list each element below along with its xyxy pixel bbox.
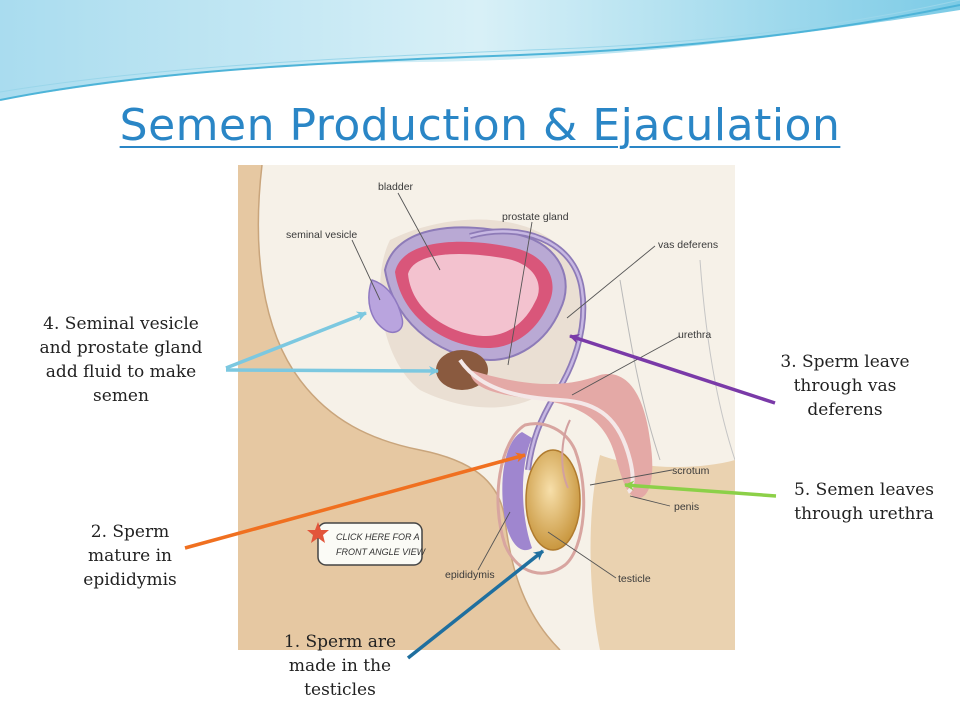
- label-epididymis: epididymis: [445, 569, 495, 581]
- label-prostate-gland: prostate gland: [502, 211, 569, 223]
- label-urethra: urethra: [678, 329, 711, 341]
- label-bladder: bladder: [378, 181, 414, 193]
- callout-step3-line1: 3. Sperm leave: [780, 352, 910, 372]
- click-note-line2: FRONT ANGLE VIEW: [336, 547, 427, 557]
- callout-step4-line3: add fluid to make: [45, 362, 197, 382]
- leg-silhouette: [590, 455, 735, 650]
- urethra-tube: [458, 358, 635, 494]
- label-vas-deferens: vas deferens: [658, 239, 718, 251]
- callout-step2-line1: 2. Sperm: [90, 522, 170, 542]
- header-wave-decoration: [0, 0, 960, 101]
- scrotum-shape: [496, 422, 586, 575]
- label-scrotum: scrotum: [672, 465, 710, 477]
- click-note-line1: CLICK HERE FOR A: [336, 532, 420, 542]
- callout-step1: 1. Sperm are made in the testicles: [260, 630, 420, 702]
- bladder-lumen: [408, 253, 539, 336]
- arrow-step2: [184, 452, 526, 550]
- label-seminal-vesicle: seminal vesicle: [286, 229, 357, 241]
- callout-step2: 2. Sperm mature in epididymis: [50, 520, 210, 592]
- arrow-step3: [569, 334, 776, 405]
- testicle-shape: [525, 449, 581, 551]
- callout-step4: 4. Seminal vesicle and prostate gland ad…: [18, 312, 224, 408]
- leg-outline: [619, 279, 661, 461]
- callout-step3-line2: through vas: [793, 376, 897, 396]
- seminal-vesicle-shape: [368, 279, 404, 334]
- callout-step1-line1: 1. Sperm are: [283, 632, 397, 652]
- callout-step4-line4: semen: [93, 386, 149, 406]
- callout-step3: 3. Sperm leave through vas deferens: [765, 350, 925, 422]
- callout-step4-line1: 4. Seminal vesicle: [43, 314, 199, 334]
- arrow-step5: [624, 480, 777, 498]
- penis-shape: [470, 370, 653, 499]
- callout-step1-line2: made in the: [288, 656, 392, 676]
- callout-step5-line1: 5. Semen leaves: [794, 480, 934, 500]
- star-icon: [307, 522, 329, 543]
- callout-step4-line2: and prostate gland: [39, 338, 203, 358]
- arrow-step4a: [225, 311, 367, 370]
- callout-step5-line2: through urethra: [794, 504, 934, 524]
- label-testicle: testicle: [618, 573, 651, 585]
- callout-step2-line2: mature in: [87, 546, 172, 566]
- callout-step1-line3: testicles: [304, 680, 376, 700]
- callout-step2-line3: epididymis: [83, 570, 177, 590]
- arrow-step4b: [225, 365, 439, 376]
- callout-step5: 5. Semen leaves through urethra: [770, 478, 958, 526]
- front-angle-view-link[interactable]: CLICK HERE FOR A FRONT ANGLE VIEW: [317, 522, 427, 566]
- slide-title: Semen Production & Ejaculation: [119, 100, 841, 151]
- label-penis: penis: [674, 501, 699, 513]
- leader-lines: [351, 192, 681, 579]
- callout-step3-line3: deferens: [807, 400, 883, 420]
- arrow-step1: [406, 549, 545, 660]
